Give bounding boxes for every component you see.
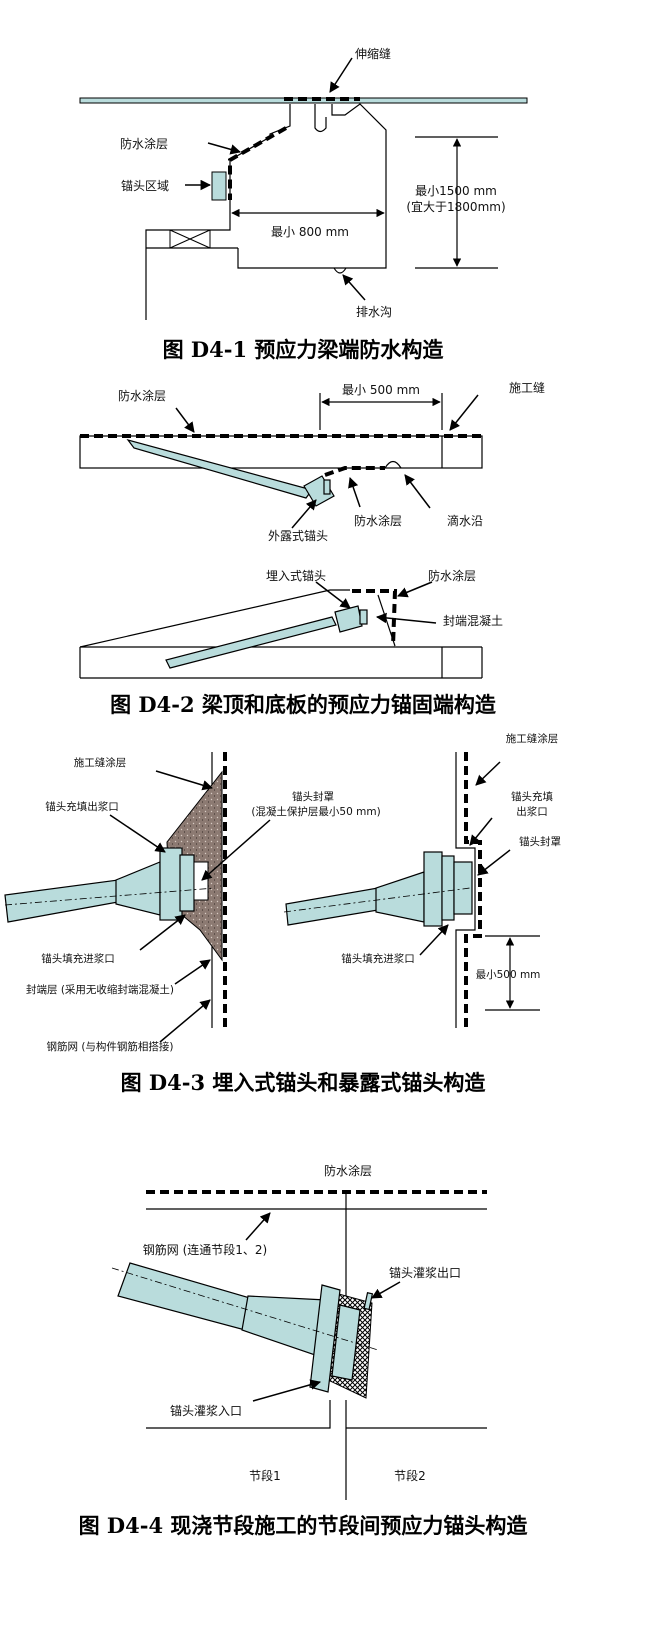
label-right-grout-outlet-2: 出浆口 [516,805,548,818]
left-end-coating [228,126,287,200]
caption-d4-3: 图 D4-3 埋入式锚头和暴露式锚头构造 [121,1070,487,1095]
label-segment-2: 节段2 [394,1468,426,1483]
label-min-1500: 最小1500 mm [415,184,497,198]
label-anchor-zone: 锚头区域 [121,178,169,193]
segment-anchor-trumpet [241,1295,327,1356]
label-exposed-anchor: 外露式锚头 [268,528,328,543]
top-slab [79,435,483,469]
label-drip-edge: 滴水沿 [447,513,483,528]
label-right-cap: 锚头封罩 [519,835,561,848]
label-left-cap-note: (混凝土保护层最小50 mm) [251,805,380,818]
expansion-joint-seal [314,104,327,133]
label-left-cap: 锚头封罩 [292,790,334,803]
figure-d4-3: 施工缝涂层 锚头充填出浆口 锚头封罩 (混凝土保护层最小50 mm) 锚头填充进… [4,732,561,1095]
label-grout-outlet: 锚头灌浆出口 [389,1265,461,1280]
label-left-rebar-mesh: 钢筋网 (与构件钢筋相搭接) [46,1040,173,1053]
label-waterproof-coating-3: 防水涂层 [428,568,476,583]
anchor-zone-block [211,171,227,201]
label-right-joint-coating: 施工缝涂层 [506,732,559,745]
embedded-anchor-head [334,605,363,633]
drainage-groove-shape [333,267,347,274]
label-min-500: 最小 500 mm [342,383,420,397]
figure-d4-4: 防水涂层 钢筋网 (连通节段1、2) 锚头灌浆出口 锚头灌浆入口 节段1 节段2… [79,1163,529,1538]
label-drainage-groove: 排水沟 [356,305,392,319]
label-segment-1: 节段1 [249,1468,281,1483]
label-min-800: 最小 800 mm [271,225,349,239]
label-waterproof-coating-top: 防水涂层 [118,388,166,403]
label-embedded-anchor: 埋入式锚头 [266,568,326,583]
right-anchor-cap [453,861,473,915]
label-left-grout-outlet: 锚头充填出浆口 [45,800,119,813]
label-expansion-joint: 伸缩缝 [355,46,391,61]
label-end-seal-concrete: 封端混凝土 [443,613,503,628]
right-girder-outline [237,103,387,269]
label-left-grout-inlet: 锚头填充进浆口 [41,952,115,965]
exposed-tendon [126,438,314,499]
right-anchor-plate [423,851,443,927]
label-waterproof-coating: 防水涂层 [120,136,168,151]
label-left-joint-coating: 施工缝涂层 [74,756,127,769]
figure-d4-1: 伸缩缝 防水涂层 锚头区域 最小 800 mm 最小1500 mm (宜大于18… [79,46,528,362]
label-waterproof-coating: 防水涂层 [324,1163,372,1178]
label-construction-joint: 施工缝 [509,380,545,395]
caption-d4-1: 图 D4-1 预应力梁端防水构造 [163,337,445,362]
label-left-seal-layer: 封端层 (采用无收缩封端混凝土) [26,983,174,996]
label-waterproof-coating-2: 防水涂层 [354,513,402,528]
segment-tendon [117,1262,251,1331]
left-tendon [4,879,119,923]
embedded-tendon [165,616,337,669]
segment-anchor-plate [309,1284,341,1393]
label-grout-inlet: 锚头灌浆入口 [170,1403,242,1418]
right-tendon [285,887,379,926]
label-rebar-mesh: 钢筋网 (连通节段1、2) [143,1242,267,1257]
label-right-grout-outlet-1: 锚头充填 [511,790,553,803]
label-right-grout-inlet: 锚头填充进浆口 [341,952,415,965]
left-girder-outline [145,104,291,320]
label-pref-1800: (宜大于1800mm) [406,199,505,214]
caption-d4-2: 图 D4-2 梁顶和底板的预应力锚固端构造 [110,692,497,717]
left-anchor-trumpet [115,861,161,916]
label-right-min-500: 最小500 mm [476,969,541,981]
left-anchor-plate [159,847,183,921]
figure-d4-2: 防水涂层 最小 500 mm 施工缝 外露式锚头 防水涂层 滴水沿 埋入式锚头 … [79,380,545,717]
caption-d4-4: 图 D4-4 现浇节段施工的节段间预应力锚头构造 [79,1513,529,1538]
